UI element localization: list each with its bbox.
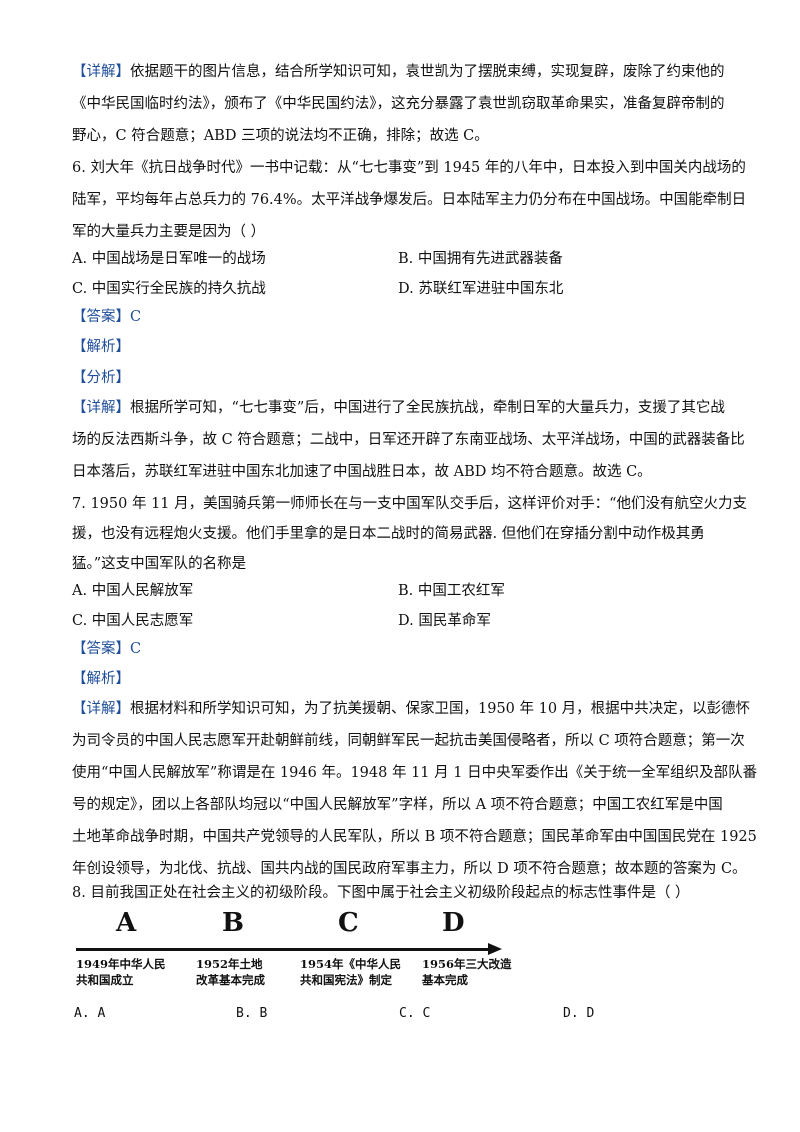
timeline-label-b: 1952年土地 改革基本完成 xyxy=(196,956,265,988)
q8-choice-d: D. D xyxy=(563,1006,595,1021)
q7-option-c: C. 中国人民志愿军 xyxy=(72,613,194,629)
q7-option-a: A. 中国人民解放军 xyxy=(72,583,194,599)
q7-detail-line6: 年创设领导，为北伐、抗战、国共内战的国民政府军事主力，所以 D 项不符合题意；故… xyxy=(72,861,747,877)
q8-choice-b: B. B xyxy=(236,1006,268,1021)
timeline-label-a: 1949年中华人民 共和国成立 xyxy=(76,956,166,988)
q7-detail-line4: 号的规定》，团以上各部队均冠以“中国人民解放军”字样，所以 A 项不符合题意；中… xyxy=(72,797,723,813)
q8-choice-c: C. C xyxy=(399,1006,431,1021)
q6-option-b: B. 中国拥有先进武器装备 xyxy=(398,251,563,267)
q7-detail-line5: 土地革命战争时期，中国共产党领导的人民军队，所以 B 项不符合题意；国民革命军由… xyxy=(72,829,757,845)
q7-detail-line1: 【详解】根据材料和所学知识可知，为了抗美援朝、保家卫国，1950 年 10 月，… xyxy=(72,701,751,717)
timeline-letter-c: C xyxy=(338,908,359,938)
q6-stem-line1: 6. 刘大年《抗日战争时代》一书中记载：从“七七事变”到 1945 年的八年中，… xyxy=(72,160,746,176)
section-tag: 【详解】 xyxy=(72,701,130,717)
q6-detail-line1: 【详解】根据所学可知，“七七事变”后，中国进行了全民族抗战，牵制日军的大量兵力，… xyxy=(72,400,725,416)
q6-stem-line3: 军的大量兵力主要是因为（ ） xyxy=(72,224,266,240)
timeline-label-b-line1: 1952年土地 xyxy=(196,957,263,971)
q6-analysis-heading: 【解析】 xyxy=(72,339,130,355)
q6-fenxi-heading: 【分析】 xyxy=(72,368,732,388)
q5-detail-line3: 野心，C 符合题意；ABD 三项的说法均不正确，排除；故选 C。 xyxy=(72,128,489,144)
timeline-diagram: A B C D 1949年中华人民 共和国成立 1952年土地 改革基本完成 1… xyxy=(76,906,516,996)
q8-choice-a: A. A xyxy=(74,1006,106,1021)
timeline-label-c-line2: 共和国宪法》制定 xyxy=(300,973,392,987)
timeline-label-b-line2: 改革基本完成 xyxy=(196,973,265,987)
timeline-letter-d: D xyxy=(442,908,465,938)
q6-detail-line3: 日本落后，苏联红军进驻中国东北加速了中国战胜日本，故 ABD 均不符合题意。故选… xyxy=(72,464,652,480)
q7-option-d: D. 国民革命军 xyxy=(398,613,491,629)
section-tag: 【分析】 xyxy=(72,370,130,386)
q7-detail-line3: 使用“中国人民解放军”称谓是在 1946 年。1948 年 11 月 1 日中央… xyxy=(72,765,758,781)
q6-option-a: A. 中国战场是日军唯一的战场 xyxy=(72,251,266,267)
timeline-label-d: 1956年三大改造 基本完成 xyxy=(422,956,512,988)
q5-detail-line2: 《中华民国临时约法》，颁布了《中华民国约法》，这充分暴露了袁世凯窃取革命果实，准… xyxy=(72,96,725,112)
timeline-label-c: 1954年《中华人民 共和国宪法》制定 xyxy=(300,956,401,988)
timeline-letter-b: B xyxy=(222,908,244,938)
q6-answer: 【答案】C xyxy=(72,309,142,325)
q6-option-d: D. 苏联红军进驻中国东北 xyxy=(398,281,564,297)
q7-stem-line3: 猛。”这支中国军队的名称是 xyxy=(72,556,247,572)
q7-stem-line1: 7. 1950 年 11 月，美国骑兵第一师师长在与一支中国军队交手后，这样评价… xyxy=(72,496,748,512)
q7-detail-line2: 为司令员的中国人民志愿军开赴朝鲜前线，同朝鲜军民一起抗击美国侵略者，所以 C 项… xyxy=(72,733,745,749)
section-tag: 【详解】 xyxy=(72,400,130,416)
q7-stem-line2: 援，也没有远程炮火支援。他们手里拿的是日本二战时的简易武器. 但他们在穿插分割中… xyxy=(72,526,705,542)
timeline-arrowhead xyxy=(488,943,502,955)
q6-stem-line2: 陆军，平均每年占总兵力的 76.4%。太平洋战争爆发后。日本陆军主力仍分布在中国… xyxy=(72,192,747,208)
timeline-letter-a: A xyxy=(116,908,137,938)
timeline-label-d-line1: 1956年三大改造 xyxy=(422,957,512,971)
q7-option-b: B. 中国工农红军 xyxy=(398,583,505,599)
timeline-label-c-line1: 1954年《中华人民 xyxy=(300,957,402,971)
q7-analysis-heading: 【解析】 xyxy=(72,671,130,687)
q5-detail-line1: 【详解】依据题干的图片信息，结合所学知识可知，袁世凯为了摆脱束缚，实现复辟，废除… xyxy=(72,64,725,80)
q6-detail-line2: 场的反法西斯斗争，故 C 符合题意；二战中，日军还开辟了东南亚战场、太平洋战场，… xyxy=(72,432,745,448)
q6-option-c: C. 中国实行全民族的持久抗战 xyxy=(72,281,266,297)
q8-stem: 8. 目前我国正处在社会主义的初级阶段。下图中属于社会主义初级阶段起点的标志性事… xyxy=(72,885,690,901)
timeline-label-a-line2: 共和国成立 xyxy=(76,973,134,987)
timeline-axis xyxy=(76,948,490,951)
timeline-label-a-line1: 1949年中华人民 xyxy=(76,957,166,971)
q7-answer: 【答案】C xyxy=(72,641,142,657)
timeline-label-d-line2: 基本完成 xyxy=(422,973,468,987)
section-tag: 【详解】 xyxy=(72,64,130,80)
